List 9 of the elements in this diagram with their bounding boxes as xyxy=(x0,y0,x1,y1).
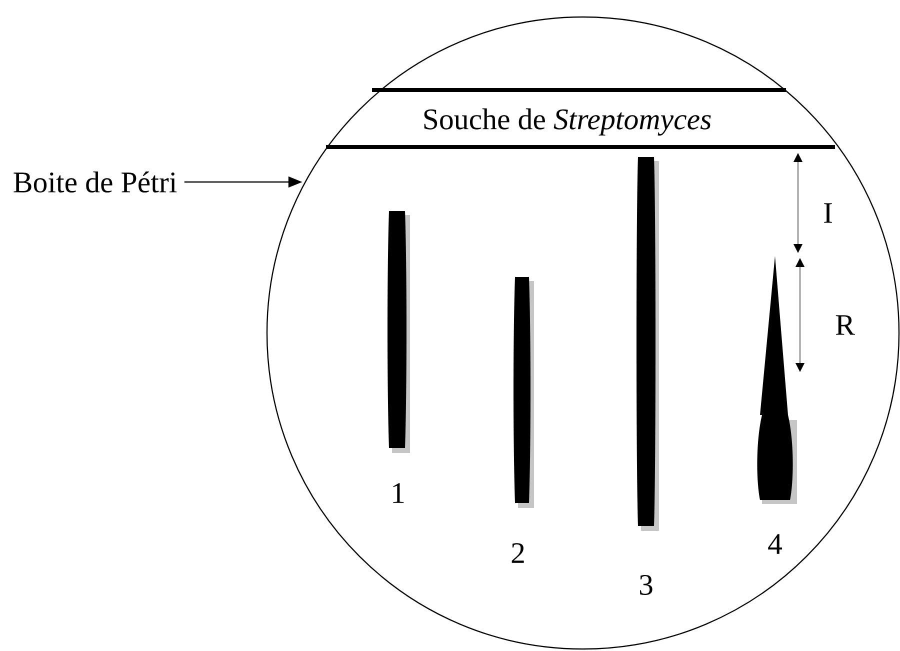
petri-dish xyxy=(266,16,900,650)
dimension-label: R xyxy=(836,315,855,335)
streak-number: 3 xyxy=(640,574,652,596)
streak-number: 1 xyxy=(393,483,404,503)
dish-label: Boite de Pétri xyxy=(14,171,177,193)
streak-number: 4 xyxy=(768,534,782,554)
dimension-label: I xyxy=(824,203,832,223)
streak-number: 2 xyxy=(512,543,524,563)
strain-label: Souche de Streptomyces xyxy=(424,108,711,136)
